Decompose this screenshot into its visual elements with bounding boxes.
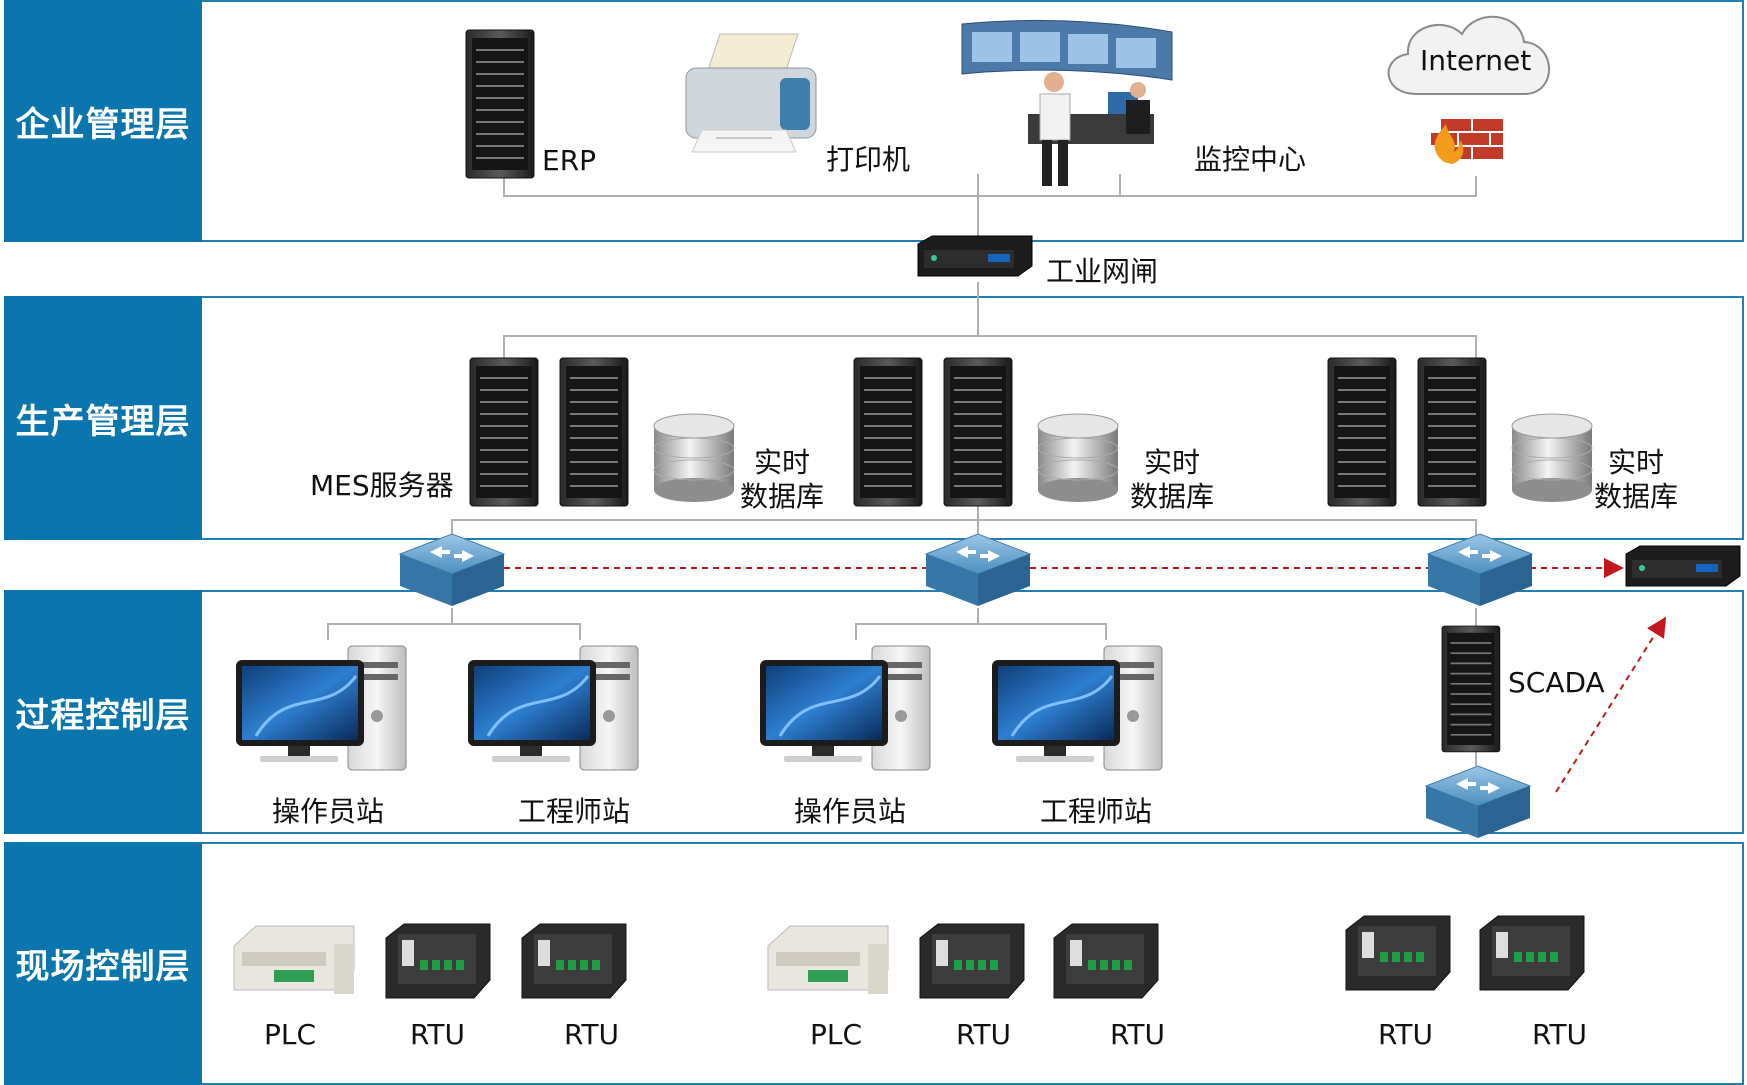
- rtdb-label-2: 实时 数据库: [1130, 446, 1214, 514]
- field-device-label-6: RTU: [1110, 1018, 1166, 1051]
- scada-server-icon: [1441, 625, 1501, 753]
- station-label-2: 工程师站: [518, 795, 631, 828]
- internet-cloud-icon: [1387, 15, 1550, 95]
- connection-lines: [327, 174, 1477, 766]
- station-label-4: 工程师站: [1040, 795, 1153, 828]
- plc-icon: [233, 925, 355, 995]
- printer-icon: [685, 33, 817, 153]
- switch-icon: [1427, 533, 1533, 607]
- station-label-3: 操作员站: [794, 795, 907, 828]
- station-label-1: 操作员站: [272, 795, 385, 828]
- field-device-label-4: PLC: [810, 1018, 863, 1051]
- server-icon: [1327, 357, 1397, 507]
- server-icon: [1417, 357, 1487, 507]
- erp-label: ERP: [542, 144, 597, 177]
- switch-icon: [925, 533, 1031, 607]
- rtu-icon: [521, 923, 627, 999]
- database-icon: [1511, 413, 1593, 503]
- monitor-center-label: 监控中心: [1194, 143, 1307, 176]
- rtdb-label-2-line2: 数据库: [1130, 480, 1215, 513]
- layer-label-field: 现场控制层: [4, 842, 202, 1085]
- database-icon: [1037, 413, 1119, 503]
- monitoring-center-icon: [961, 19, 1173, 186]
- field-device-label-3: RTU: [564, 1018, 620, 1051]
- scada-label: SCADA: [1508, 666, 1605, 699]
- field-device-label-7: RTU: [1378, 1018, 1434, 1051]
- mes-server-label: MES服务器: [310, 469, 454, 502]
- engineer-station-icon: [990, 644, 1164, 772]
- rtu-icon: [919, 923, 1025, 999]
- switch-icon: [1425, 765, 1531, 839]
- database-icon: [653, 413, 735, 503]
- rtu-icon: [385, 923, 491, 999]
- printer-label: 打印机: [826, 143, 911, 176]
- remote-gateway-icon: [1625, 545, 1741, 587]
- rtdb-label-1-line1: 实时: [754, 446, 811, 479]
- mes-server-icon: [559, 357, 629, 507]
- field-device-label-8: RTU: [1532, 1018, 1588, 1051]
- firewall-icon: [1429, 117, 1505, 164]
- operator-station-icon: [234, 644, 408, 772]
- rtdb-label-1-line2: 数据库: [740, 480, 825, 513]
- rtdb-label-3-line2: 数据库: [1594, 480, 1679, 513]
- internet-label: Internet: [1420, 44, 1532, 77]
- rtu-icon: [1345, 915, 1451, 991]
- rtdb-label-3-line1: 实时: [1608, 446, 1665, 479]
- layer-label-enterprise: 企业管理层: [4, 0, 202, 242]
- gateway-label: 工业网闸: [1046, 255, 1159, 288]
- plc-icon: [767, 925, 889, 995]
- field-device-label-1: PLC: [264, 1018, 317, 1051]
- layer-label-process: 过程控制层: [4, 590, 202, 834]
- rtdb-label-1: 实时 数据库: [740, 446, 824, 514]
- engineer-station-icon: [466, 644, 640, 772]
- industrial-gateway-icon: [917, 235, 1033, 277]
- rtu-icon: [1053, 923, 1159, 999]
- red-dashed-links: [504, 558, 1667, 793]
- switch-icon: [399, 533, 505, 607]
- erp-server-icon: [465, 29, 535, 179]
- field-device-label-2: RTU: [410, 1018, 466, 1051]
- server-icon: [943, 357, 1013, 507]
- layer-label-production: 生产管理层: [4, 296, 202, 540]
- mes-server-icon: [469, 357, 539, 507]
- rtu-icon: [1479, 915, 1585, 991]
- operator-station-icon: [758, 644, 932, 772]
- server-icon: [853, 357, 923, 507]
- field-device-label-5: RTU: [956, 1018, 1012, 1051]
- rtdb-label-3: 实时 数据库: [1594, 446, 1678, 514]
- rtdb-label-2-line1: 实时: [1144, 446, 1201, 479]
